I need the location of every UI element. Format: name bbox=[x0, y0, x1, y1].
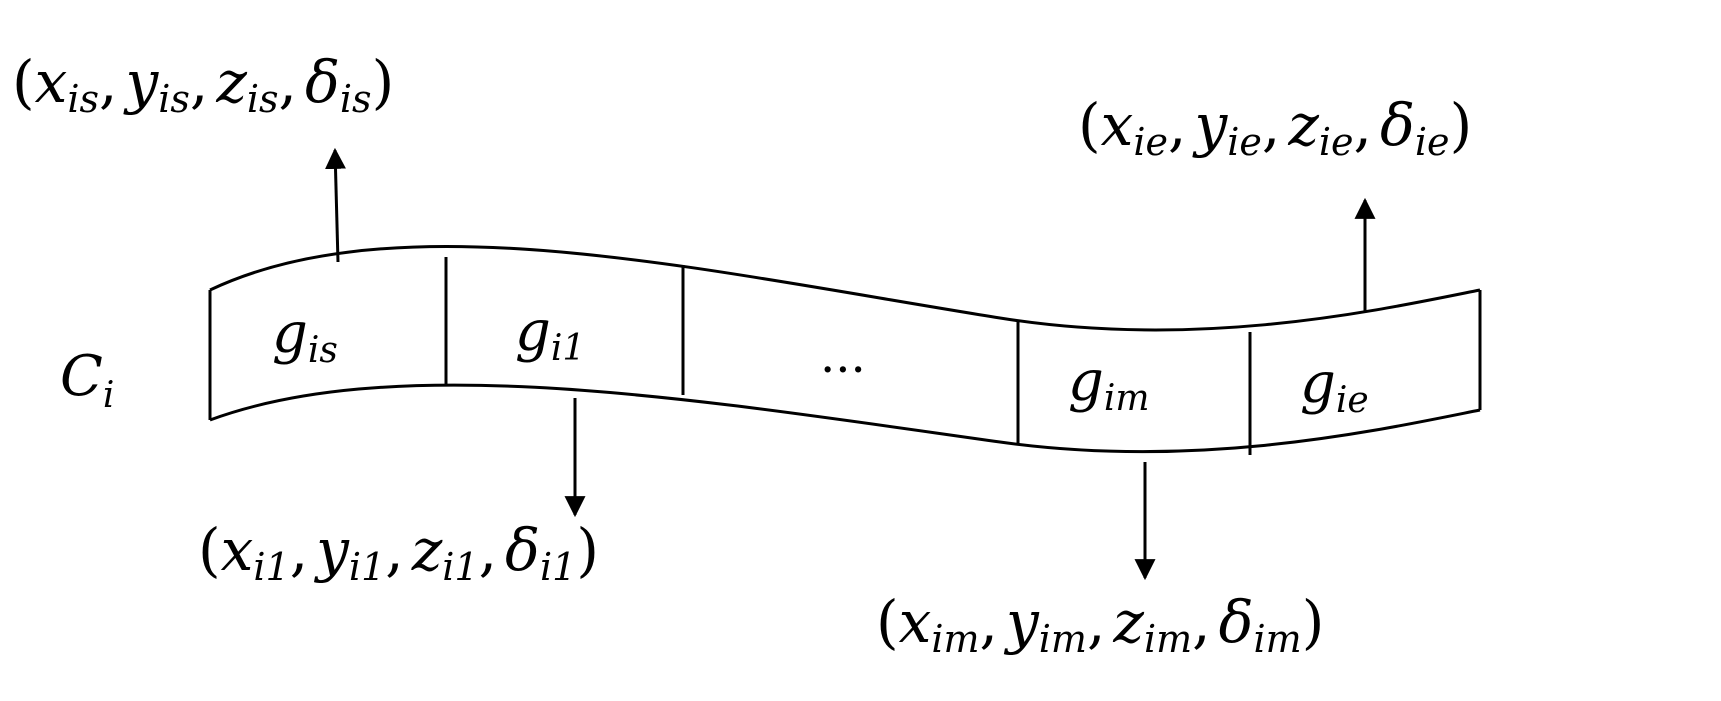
segment-label-gis: gis bbox=[272, 301, 338, 371]
segment-ellipsis: ... bbox=[820, 328, 866, 384]
tuple-start: (xis,yis,zis,δis) bbox=[12, 48, 394, 121]
band-top-edge bbox=[209, 245, 1481, 332]
tuple-end: (xie,yie,zie,δie) bbox=[1078, 91, 1472, 164]
curve-band bbox=[208, 245, 1482, 455]
band-bottom-edge bbox=[209, 383, 1481, 454]
tuple-m: (xim,yim,zim,δim) bbox=[876, 588, 1324, 661]
tuple-first: (xi1,yi1,zi1,δi1) bbox=[198, 516, 599, 589]
arrow-up-start bbox=[325, 147, 347, 263]
segment-label-gim: gim bbox=[1068, 349, 1150, 419]
segment-label-gie: gie bbox=[1300, 351, 1369, 421]
curve-label: Ci bbox=[60, 344, 114, 416]
segment-label-gi1: gi1 bbox=[515, 299, 585, 369]
